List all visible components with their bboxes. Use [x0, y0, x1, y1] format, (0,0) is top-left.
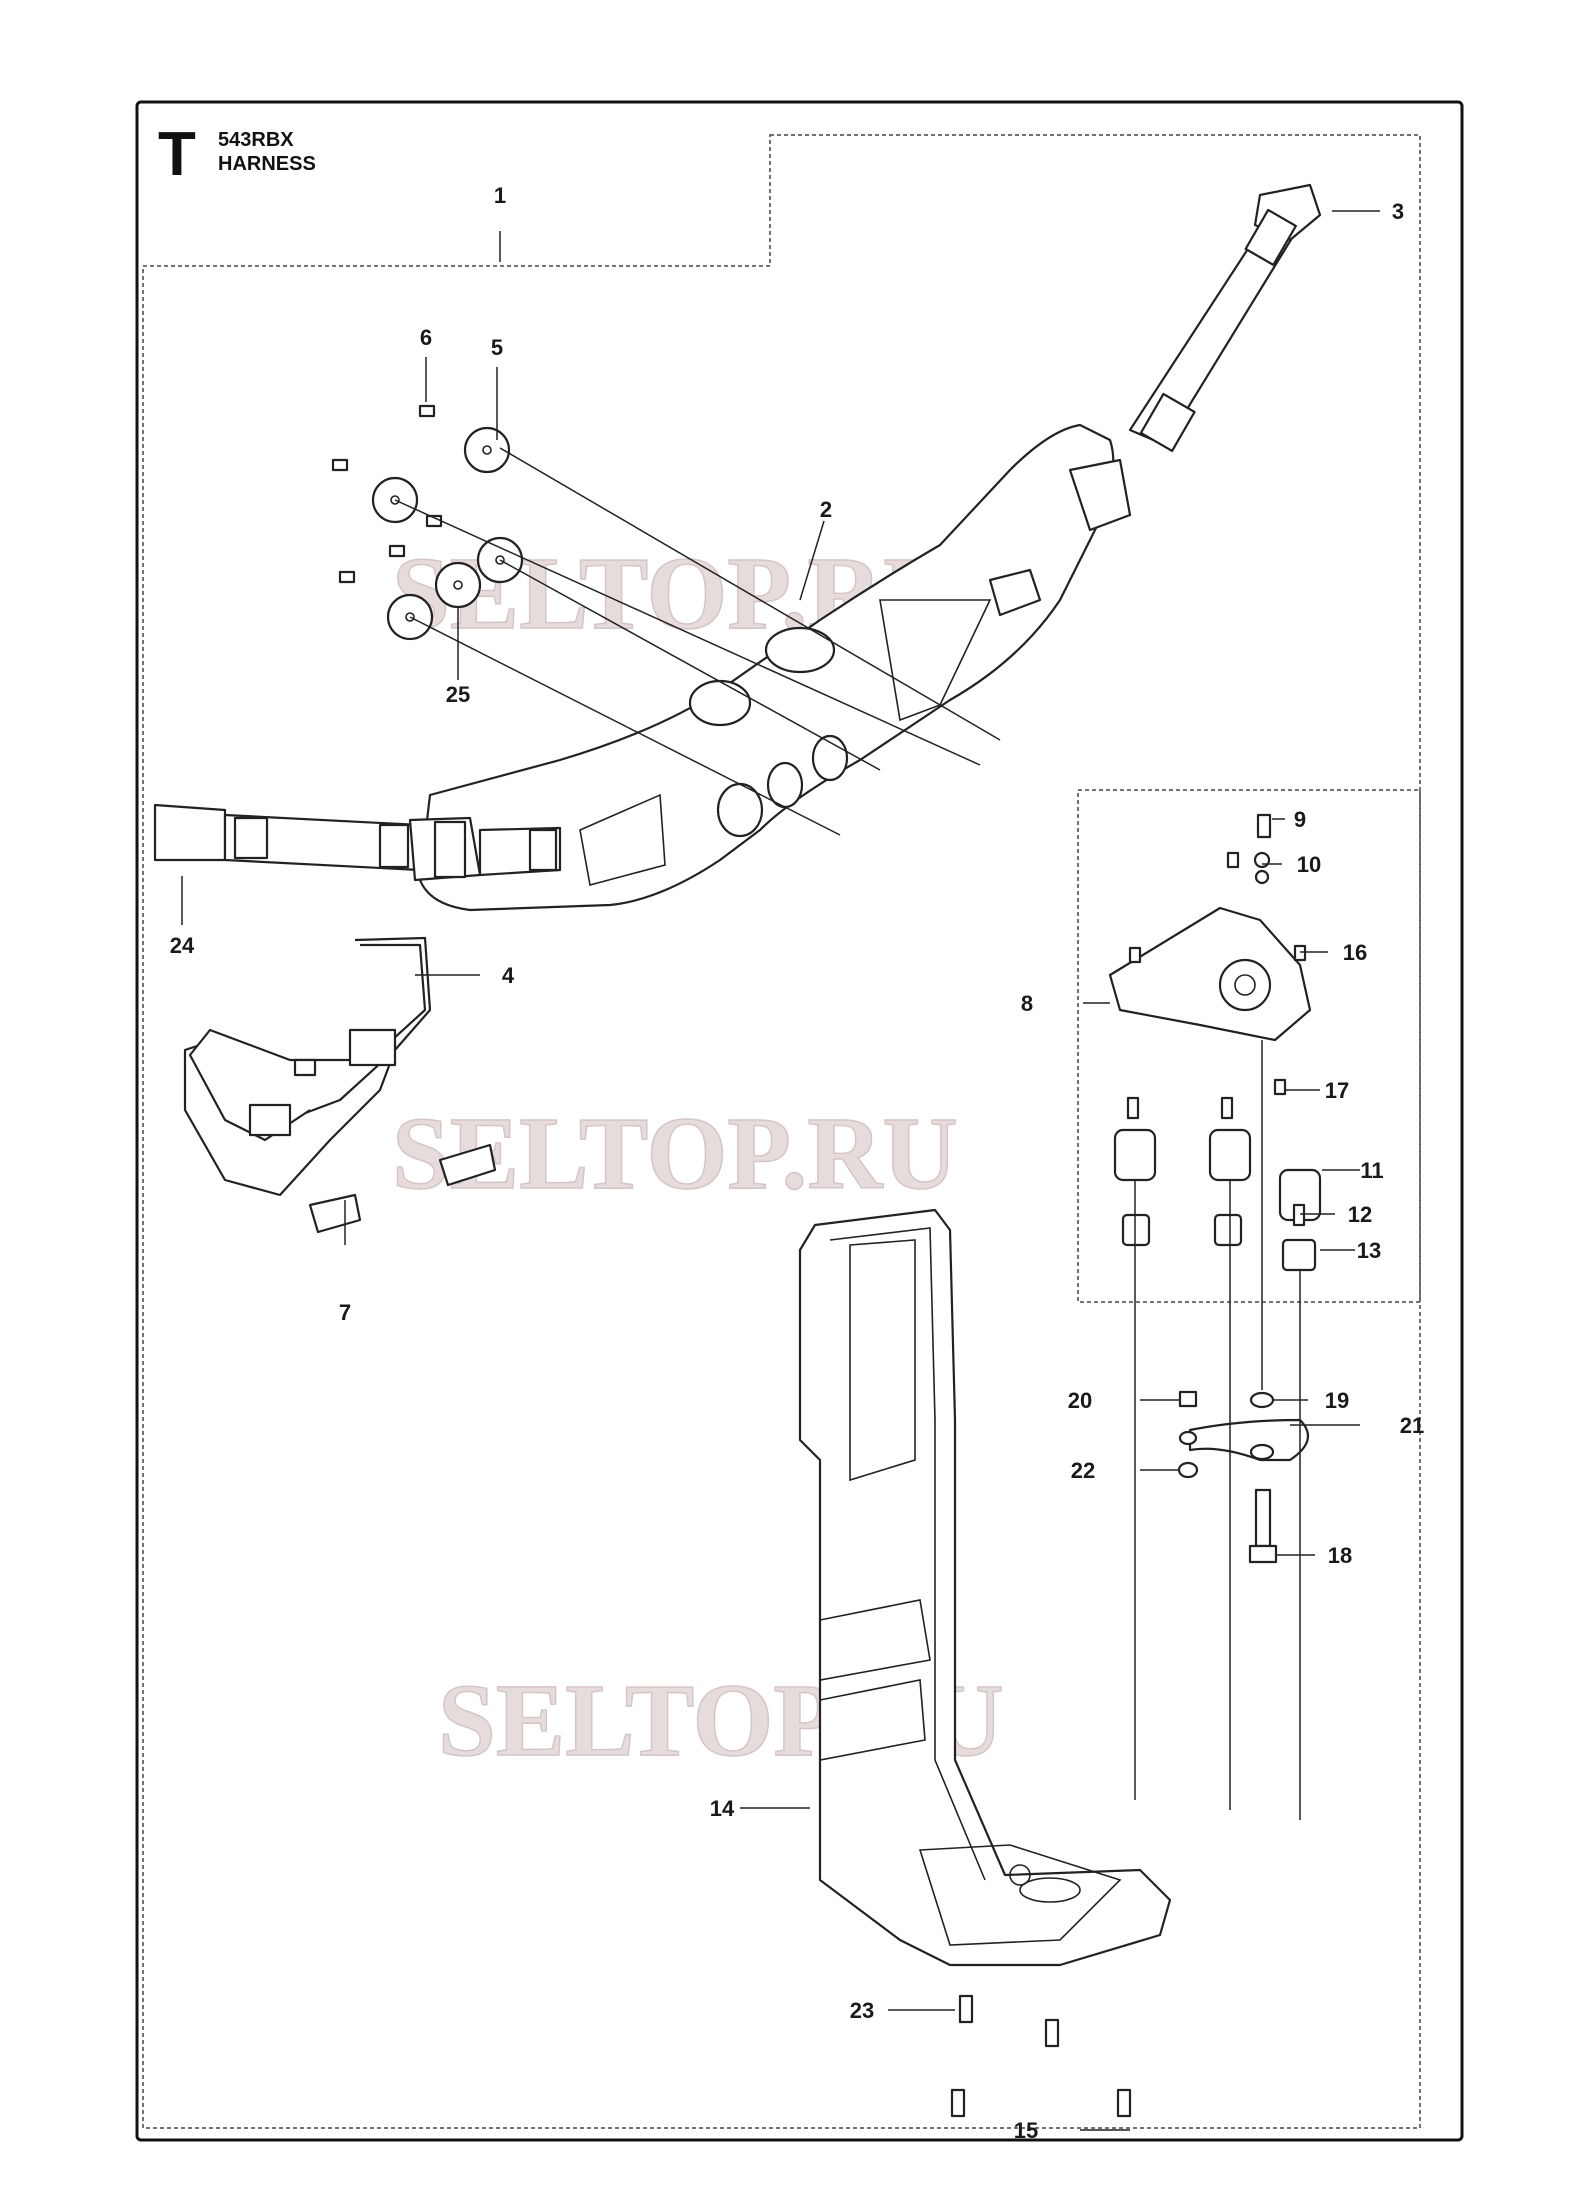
- callout-2: 2: [820, 497, 832, 522]
- callout-18: 18: [1328, 1543, 1352, 1568]
- callout-20: 20: [1068, 1388, 1092, 1413]
- shoulder-strap: [988, 183, 1322, 617]
- callout-14: 14: [710, 1796, 735, 1821]
- callout-22: 22: [1071, 1458, 1095, 1483]
- assembly-1-boundary: [142, 134, 1421, 2129]
- callout-6: 6: [420, 325, 432, 350]
- callout-25: 25: [446, 682, 470, 707]
- callout-12: 12: [1348, 1202, 1372, 1227]
- leader-lines: [181, 210, 1380, 2131]
- callout-7: 7: [339, 1300, 351, 1325]
- callout-8: 8: [1021, 991, 1033, 1016]
- callout-10: 10: [1297, 852, 1321, 877]
- callout-5: 5: [491, 335, 503, 360]
- callout-21: 21: [1400, 1413, 1424, 1438]
- callout-17: 17: [1325, 1078, 1349, 1103]
- clip-upper: [438, 1143, 497, 1187]
- callout-9: 9: [1294, 807, 1306, 832]
- backpack-frame: [798, 1208, 1172, 1967]
- callout-3: 3: [1392, 199, 1404, 224]
- callout-16: 16: [1343, 940, 1367, 965]
- callout-4: 4: [502, 963, 515, 988]
- callout-11: 11: [1360, 1158, 1383, 1183]
- callout-1: 1: [494, 183, 506, 208]
- clip-lower: [308, 1193, 362, 1234]
- section-title: HARNESS: [218, 153, 316, 175]
- harness-back-plate: [418, 423, 1115, 912]
- hardware-lower: [950, 1390, 1310, 2118]
- callout-13: 13: [1357, 1238, 1381, 1263]
- damper-assembly: [1108, 813, 1322, 1272]
- model-name: 543RBX: [218, 129, 294, 151]
- waist-belt: [153, 803, 562, 882]
- callout-24: 24: [170, 933, 195, 958]
- callout-15: 15: [1014, 2118, 1038, 2143]
- diagram-frame: [135, 100, 1464, 2142]
- hip-pad: [183, 936, 432, 1197]
- callout-23: 23: [850, 1998, 874, 2023]
- callout-labels: 1 2 3 4 5 6 7 8 9 10 11 12 13 14 15 16 1…: [170, 183, 1424, 2143]
- section-letter: T: [158, 120, 196, 189]
- assembly-8-boundary: [1077, 789, 1421, 1303]
- callout-19: 19: [1325, 1388, 1349, 1413]
